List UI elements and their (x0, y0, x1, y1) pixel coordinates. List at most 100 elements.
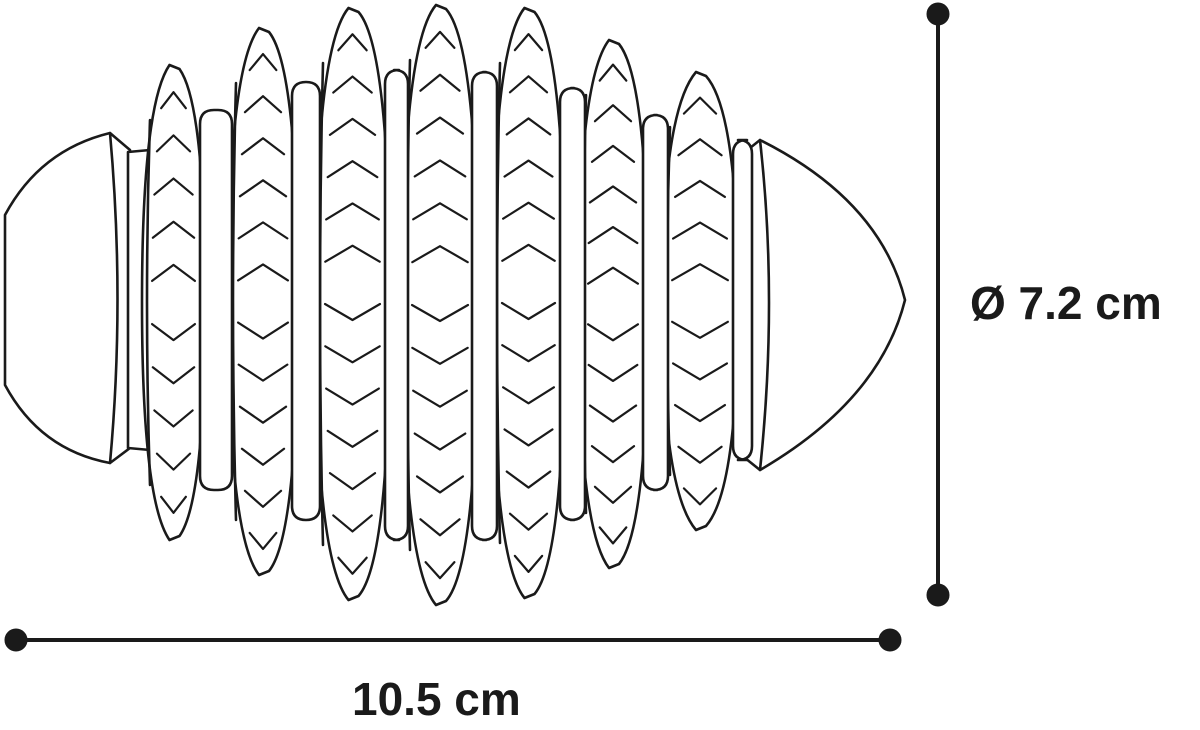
ridge-spike-4-2 (419, 73, 461, 92)
ridge-ring-5 (490, 6, 567, 600)
ridge-spike-3-2 (332, 75, 373, 94)
ridge-ring-inner-edge-1 (145, 118, 152, 487)
ridge-spike-6-9 (588, 404, 638, 423)
ridge-spike-7-8 (673, 403, 727, 423)
ridge-ring-outline-6 (576, 38, 650, 570)
ridge-spike-1-2 (155, 134, 192, 153)
ridge-spike-4-3 (415, 116, 465, 135)
ridge-spike-4-9 (412, 389, 468, 408)
ridge-spike-4-11 (415, 475, 465, 494)
ridge-spike-3-10 (326, 429, 379, 448)
ridge-spike-7-9 (677, 445, 723, 464)
ridge-spike-2-5 (237, 221, 289, 240)
ridge-spike-3-8 (324, 345, 381, 364)
ring-spacer-5 (558, 86, 587, 522)
ridge-spike-7-7 (671, 362, 729, 381)
width-dimension-left-dot (4, 628, 28, 652)
ridge-spike-1-6 (150, 322, 197, 342)
ridge-spike-1-10 (160, 495, 187, 514)
ring-spacers (198, 68, 754, 542)
ridge-spike-1-8 (153, 409, 194, 428)
ridge-spike-1-7 (151, 366, 196, 385)
ridged-toy (3, 3, 907, 607)
diameter-label: Ø 7.2 cm (970, 277, 1162, 329)
ridge-spike-5-7 (500, 301, 557, 321)
ridge-spike-3-6 (324, 244, 381, 263)
ridge-spike-6-12 (598, 526, 628, 545)
ridge-spike-7-6 (671, 320, 729, 339)
ridge-ring-3 (313, 6, 392, 602)
ridge-spike-4-8 (411, 346, 469, 365)
ridge-spike-4-13 (424, 561, 456, 580)
ridge-spike-3-13 (337, 556, 368, 575)
ring-spacer-1 (198, 108, 234, 492)
height-dimension-bottom-dot (926, 583, 950, 607)
ridge-spike-6-4 (588, 185, 638, 204)
ridge-spike-5-9 (502, 386, 555, 405)
ridge-spike-5-8 (501, 344, 556, 363)
ring-spacer-6 (641, 113, 670, 492)
ridge-spike-3-7 (323, 302, 382, 322)
ring-spacer-7 (731, 138, 754, 462)
ridge-spike-1-4 (151, 220, 196, 239)
ridge-spike-4-12 (419, 518, 461, 537)
ridge-spike-1-3 (153, 177, 194, 196)
ridge-spike-2-6 (236, 263, 290, 282)
ridge-ring-outline-2 (226, 26, 300, 577)
ridge-spike-2-4 (238, 179, 288, 198)
ridge-spike-5-11 (505, 470, 552, 489)
ridge-ring-outline-7 (660, 70, 740, 532)
ridge-spike-2-3 (240, 137, 286, 156)
ridge-spike-5-4 (503, 159, 554, 178)
ridge-spike-4-4 (413, 159, 467, 178)
ridge-spike-3-12 (332, 514, 373, 533)
left-end-cap (3, 131, 132, 465)
ridge-spike-2-9 (238, 405, 288, 424)
width-dimension-right-dot (878, 628, 902, 652)
ridge-spike-5-10 (503, 428, 554, 447)
ridge-spike-4-10 (413, 432, 467, 451)
ridge-spike-1-5 (150, 263, 197, 283)
ridge-spike-2-7 (236, 321, 290, 340)
ridge-ring-4 (400, 3, 480, 607)
ridge-spike-5-5 (502, 201, 555, 220)
ridge-spike-6-10 (590, 445, 636, 464)
ridge-spike-7-1 (682, 96, 718, 115)
ridge-spike-4-6 (411, 245, 469, 264)
ridge-spike-6-3 (590, 144, 636, 163)
ridge-spike-1-1 (160, 91, 187, 110)
ridge-spike-5-3 (505, 117, 552, 136)
ridge-spike-5-13 (513, 554, 544, 573)
ridge-spike-6-11 (593, 485, 633, 504)
left-end-cap-rim (108, 131, 119, 465)
ridge-spike-5-6 (501, 243, 556, 262)
ridge-spike-5-2 (508, 75, 549, 94)
ridge-spike-2-1 (248, 52, 278, 72)
ridge-spike-7-10 (682, 487, 718, 506)
ridge-spike-6-2 (593, 104, 633, 123)
ring-spacer-3 (383, 68, 410, 542)
ridge-spike-4-7 (410, 303, 470, 323)
ridge-spike-3-5 (325, 202, 380, 221)
ridge-spike-6-8 (587, 363, 639, 383)
ridge-ring-6 (576, 38, 650, 570)
ridge-spike-2-12 (248, 531, 278, 551)
ridge-spike-2-10 (240, 447, 286, 466)
ridge-spike-6-6 (586, 266, 640, 285)
ridge-spike-7-2 (677, 138, 723, 157)
ridge-spike-2-2 (243, 95, 283, 114)
right-end-cap (743, 138, 907, 472)
ridge-spike-2-8 (237, 363, 289, 382)
height-dimension-top-dot (926, 2, 950, 26)
ridge-ring-7 (660, 70, 740, 532)
ridge-spike-3-4 (326, 160, 379, 179)
ring-spacer-2 (290, 80, 322, 522)
ridge-spike-4-1 (424, 30, 456, 49)
length-label: 10.5 cm (352, 673, 521, 725)
ridge-spike-5-1 (513, 33, 544, 52)
ridge-spike-3-11 (328, 472, 377, 491)
ridge-ring-1 (140, 63, 207, 542)
ridge-spike-7-4 (671, 221, 729, 240)
